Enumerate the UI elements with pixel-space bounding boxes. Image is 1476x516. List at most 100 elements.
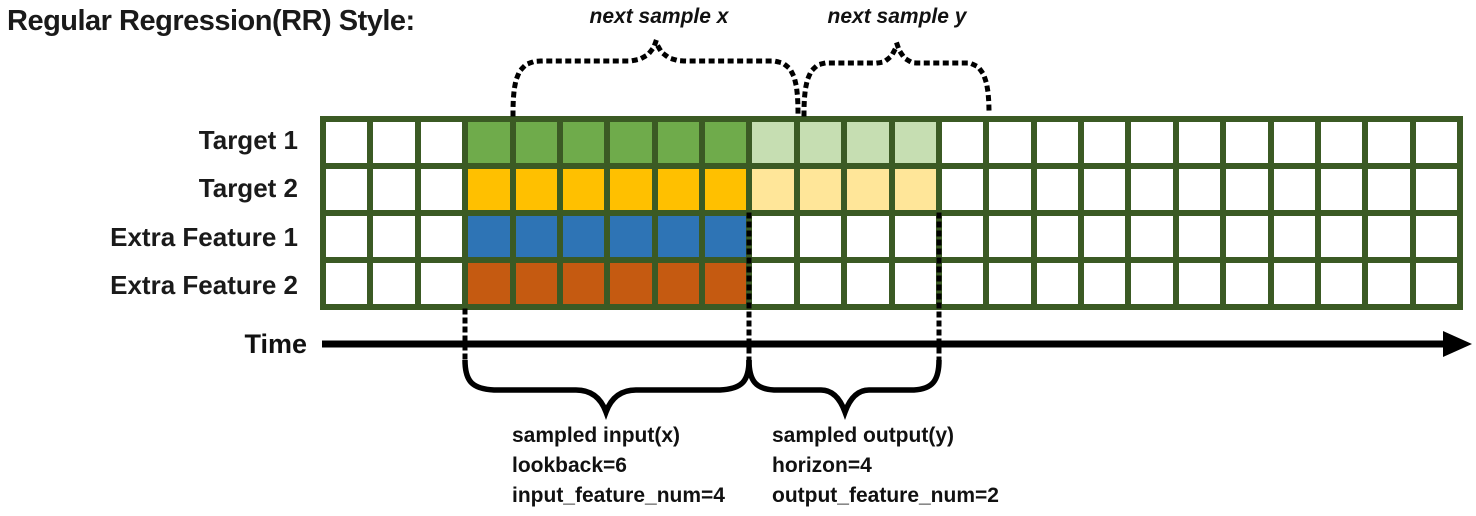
grid-cell-input-r1-c5 [515, 122, 557, 163]
grid-cell-input-r1-c4 [468, 122, 510, 163]
grid-cell-input-r2-c7 [610, 169, 652, 210]
grid-cell-input-r3-c8 [657, 216, 699, 257]
grid-cell-empty-r1-c19 [1178, 122, 1221, 163]
sampled-input-line: sampled input(x) [512, 424, 681, 447]
grid-cell-input-r2-c8 [657, 169, 699, 210]
grid-cell-empty-r2-c21 [1273, 169, 1315, 210]
grid-cell-empty-r1-c18 [1131, 122, 1173, 163]
grid-cell-input-r4-c6 [562, 263, 605, 304]
grid-cell-empty-r3-c11 [799, 216, 842, 257]
grid-cell-empty-r2-c1 [326, 169, 368, 210]
grid-cell-empty-r4-c16 [1036, 263, 1078, 304]
grid-cell-output-r1-c11 [799, 122, 842, 163]
grid-cell-empty-r1-c14 [941, 122, 984, 163]
sampled-output-line: sampled output(y) [772, 424, 954, 447]
grid-cell-empty-r3-c2 [373, 216, 415, 257]
grid-cell-input-r4-c7 [610, 263, 652, 304]
grid-cell-output-r2-c12 [847, 169, 889, 210]
grid-cell-empty-r2-c20 [1226, 169, 1268, 210]
sampling-grid [320, 116, 1463, 310]
grid-cell-empty-r3-c16 [1036, 216, 1078, 257]
next-sample-y-brace [801, 35, 992, 117]
grid-cell-empty-r1-c1 [326, 122, 368, 163]
grid-cell-output-r2-c10 [752, 169, 794, 210]
time-axis-label: Time [244, 329, 307, 359]
grid-cell-empty-r2-c15 [989, 169, 1031, 210]
grid-cell-input-r1-c9 [705, 122, 747, 163]
grid-cell-empty-r3-c18 [1131, 216, 1173, 257]
grid-cell-empty-r2-c24 [1415, 169, 1457, 210]
grid-cell-output-r2-c13 [894, 169, 936, 210]
row-label-target-1: Target 1 [198, 124, 298, 155]
row-label-extra-feature-2: Extra Feature 2 [110, 270, 298, 301]
grid-cell-input-r3-c7 [610, 216, 652, 257]
grid-cell-output-r1-c12 [847, 122, 889, 163]
grid-cell-input-r4-c5 [515, 263, 557, 304]
grid-cell-empty-r4-c23 [1368, 263, 1410, 304]
grid-cell-input-r2-c4 [468, 169, 510, 210]
grid-cell-empty-r4-c1 [326, 263, 368, 304]
grid-cell-empty-r4-c20 [1226, 263, 1268, 304]
grid-cell-empty-r1-c24 [1415, 122, 1457, 163]
sampled-input-caption: sampled input(x) lookback=6 input_featur… [512, 421, 725, 511]
grid-cell-input-r4-c9 [705, 263, 747, 304]
grid-cell-empty-r4-c2 [373, 263, 415, 304]
grid-cell-output-r2-c11 [799, 169, 842, 210]
grid-cell-empty-r3-c21 [1273, 216, 1315, 257]
grid-cell-input-r4-c8 [657, 263, 699, 304]
grid-cell-input-r1-c8 [657, 122, 699, 163]
row-labels: Target 1 Target 2 Extra Feature 1 Extra … [0, 116, 306, 310]
grid-cell-empty-r2-c19 [1178, 169, 1221, 210]
grid-cell-empty-r3-c13 [894, 216, 936, 257]
grid-cell-empty-r4-c18 [1131, 263, 1173, 304]
grid-cell-empty-r1-c2 [373, 122, 415, 163]
grid-cell-input-r2-c5 [515, 169, 557, 210]
grid-cell-empty-r3-c23 [1368, 216, 1410, 257]
grid-cell-empty-r2-c18 [1131, 169, 1173, 210]
row-label-extra-feature-1: Extra Feature 1 [110, 221, 298, 252]
grid-cell-input-r1-c6 [562, 122, 605, 163]
grid-cell-input-r3-c4 [468, 216, 510, 257]
grid-cell-empty-r4-c15 [989, 263, 1031, 304]
horizon-line: horizon=4 [772, 454, 872, 477]
grid-cell-empty-r3-c15 [989, 216, 1031, 257]
grid-cell-empty-r3-c24 [1415, 216, 1457, 257]
sampled-output-brace [746, 359, 942, 421]
grid-cell-empty-r3-c14 [941, 216, 984, 257]
grid-cell-empty-r3-c10 [752, 216, 794, 257]
grid-cell-empty-r4-c24 [1415, 263, 1457, 304]
grid-cell-empty-r2-c2 [373, 169, 415, 210]
grid-cell-input-r3-c5 [515, 216, 557, 257]
grid-cell-empty-r2-c16 [1036, 169, 1078, 210]
grid-cell-empty-r1-c22 [1320, 122, 1363, 163]
grid-cell-empty-r3-c20 [1226, 216, 1268, 257]
grid-cell-input-r2-c9 [705, 169, 747, 210]
grid-cell-output-r1-c10 [752, 122, 794, 163]
grid-cell-input-r3-c9 [705, 216, 747, 257]
grid-cell-empty-r3-c22 [1320, 216, 1363, 257]
next-sample-x-label: next sample x [589, 5, 729, 28]
output-feature-line: output_feature_num=2 [772, 484, 999, 507]
grid-cell-empty-r1-c20 [1226, 122, 1268, 163]
grid-cell-empty-r4-c13 [894, 263, 936, 304]
lookback-line: lookback=6 [512, 454, 627, 477]
grid-cell-empty-r2-c17 [1084, 169, 1126, 210]
grid-cell-empty-r4-c17 [1084, 263, 1126, 304]
grid-cell-empty-r3-c12 [847, 216, 889, 257]
grid-cell-empty-r2-c14 [941, 169, 984, 210]
grid-cell-empty-r4-c22 [1320, 263, 1363, 304]
grid-cell-input-r1-c7 [610, 122, 652, 163]
grid-cell-input-r3-c6 [562, 216, 605, 257]
grid-cell-empty-r4-c14 [941, 263, 984, 304]
grid-cell-empty-r2-c3 [420, 169, 463, 210]
row-label-target-2: Target 2 [198, 173, 298, 204]
next-sample-y-label: next sample y [827, 5, 967, 28]
sampled-output-caption: sampled output(y) horizon=4 output_featu… [772, 421, 999, 511]
diagram-title: Regular Regression(RR) Style: [7, 5, 415, 37]
input-feature-line: input_feature_num=4 [512, 484, 725, 507]
grid-cell-empty-r4-c12 [847, 263, 889, 304]
sampled-input-brace [462, 359, 752, 421]
grid-cell-empty-r3-c3 [420, 216, 463, 257]
grid-cell-empty-r3-c19 [1178, 216, 1221, 257]
